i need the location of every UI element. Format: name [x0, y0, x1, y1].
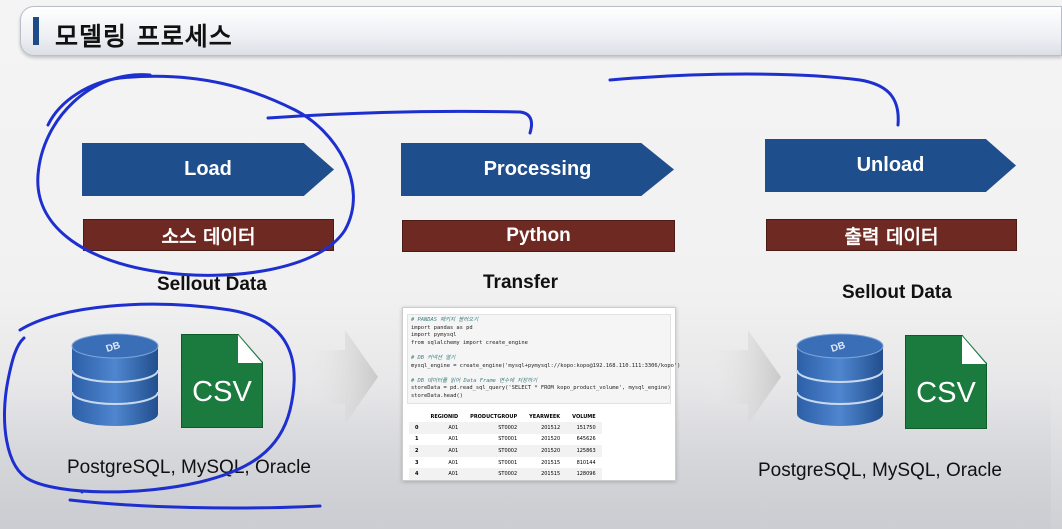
table-cell: 4 — [409, 468, 425, 480]
table-cell: 151750 — [566, 422, 602, 434]
flow-arrow-right-icon — [703, 330, 781, 424]
table-cell: ST0002 — [464, 422, 524, 434]
title-accent-bar — [33, 17, 39, 45]
code-line: # DB 데이터를 읽어 Data Frame 변수에 저장하기 — [411, 377, 538, 384]
code-line — [411, 347, 667, 355]
table-cell: 201520 — [541, 436, 561, 443]
table-cell: 125863 — [566, 445, 602, 457]
csv-icon-label: CSV — [916, 377, 976, 409]
csv-file-icon: CSV — [905, 335, 987, 429]
annotation-arrow-right — [608, 72, 900, 127]
code-line: # DB 커넥션 열기 — [411, 354, 456, 361]
database-icon: DB — [71, 333, 159, 426]
table-cell: 1 — [415, 436, 419, 443]
table-header-cell: PRODUCTGROUP — [470, 414, 518, 420]
stage-load-arrow: Load — [82, 143, 334, 196]
table-cell: ST0002 — [464, 468, 524, 480]
csv-icon-label: CSV — [192, 376, 252, 408]
target-databases: PostgreSQL, MySQL, Oracle — [758, 460, 1002, 481]
code-line: from sqlalchemy import create_engine — [411, 339, 528, 346]
output-data-label: 출력 데이터 — [766, 219, 1017, 251]
table-cell: 2 — [409, 445, 425, 457]
db-icon-label: DB — [830, 340, 847, 355]
table-row: 1 A01 ST0001 201520 645626 — [409, 434, 602, 446]
table-cell: A01 — [448, 436, 459, 443]
source-databases: PostgreSQL, MySQL, Oracle — [67, 457, 311, 478]
table-cell: A01 — [424, 468, 465, 480]
table-header-cell: VOLUME — [572, 414, 596, 420]
code-line: storeData.head() — [411, 392, 463, 399]
stage-unload-arrow: Unload — [765, 139, 1016, 192]
stage-processing-arrow: Processing — [401, 143, 674, 196]
table-cell: 201515 — [541, 459, 561, 466]
table-cell: 645626 — [576, 436, 596, 443]
csv-fold — [238, 335, 262, 363]
source-caption: Sellout Data — [157, 274, 267, 295]
code-line: mysql_engine = create_engine('mysql+pymy… — [411, 362, 681, 369]
code-line: storeData = pd.read_sql_query('SELECT * … — [411, 385, 671, 392]
table-row: 3 A01 ST0001 201515 810144 — [409, 457, 602, 469]
table-cell: A01 — [448, 459, 459, 466]
table-cell: ST0002 — [464, 445, 524, 457]
table-cell: 201512 — [523, 422, 567, 434]
csv-file-icon: CSV — [181, 334, 263, 428]
table-header-cell: REGIONID — [430, 414, 459, 420]
page-title: 모델링 프로세스 — [55, 22, 233, 51]
table-cell: A01 — [424, 422, 465, 434]
code-line: import pymysql — [411, 332, 457, 339]
table-cell: 128096 — [566, 468, 602, 480]
table-cell: 3 — [415, 459, 419, 466]
table-cell: 201520 — [523, 445, 567, 457]
table-cell: 0 — [409, 422, 425, 434]
database-icon: DB — [796, 333, 884, 426]
table-header-cell: YEARWEEK — [529, 414, 561, 420]
code-line: import pandas as pd — [411, 324, 473, 331]
title-banner: 모델링 프로세스 — [20, 6, 1062, 56]
table-header-cell — [409, 412, 424, 422]
code-line — [411, 370, 667, 378]
target-caption: Sellout Data — [842, 282, 952, 303]
annotation-arrow-top — [266, 109, 534, 135]
csv-fold — [962, 336, 986, 364]
code-line: # PANDAS 패키지 불러오기 — [411, 317, 479, 323]
source-data-label: 소스 데이터 — [83, 219, 334, 251]
table-cell: 201515 — [523, 468, 567, 480]
table-cell: ST0001 — [498, 459, 518, 466]
python-label: Python — [402, 220, 675, 252]
table-cell: 810144 — [576, 459, 596, 466]
processing-caption: Transfer — [483, 272, 558, 293]
table-cell: A01 — [424, 445, 465, 457]
flow-arrow-right-icon — [300, 330, 378, 424]
table-cell: ST0001 — [498, 436, 518, 443]
